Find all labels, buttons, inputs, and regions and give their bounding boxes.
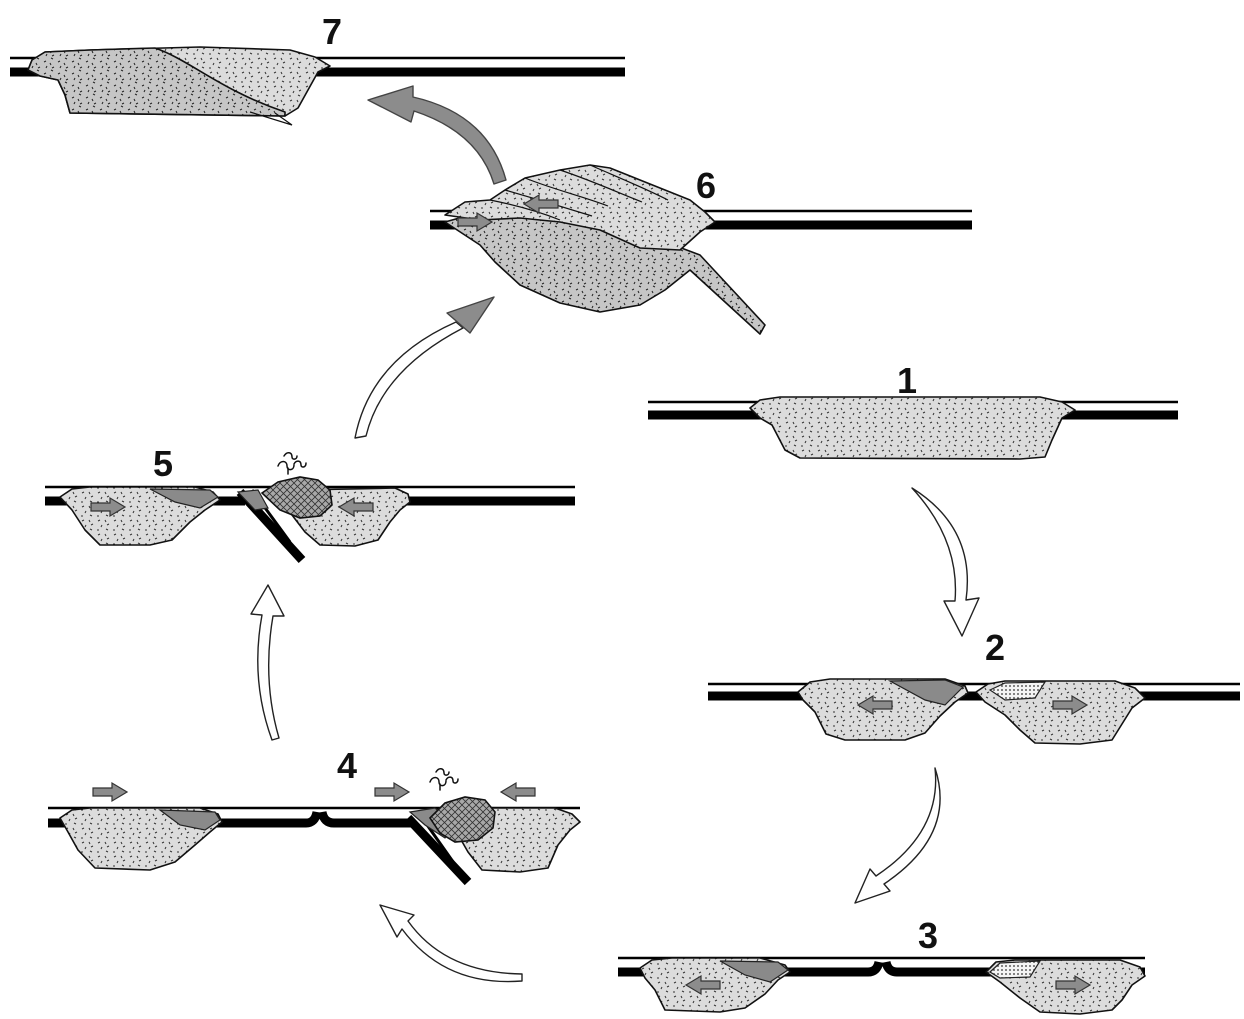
volcano-smoke-icon [278, 453, 306, 474]
cycle-arrow-2-to-3 [855, 768, 940, 903]
stage-2: 2 [708, 627, 1240, 744]
stage-5: 5 [45, 443, 575, 560]
stage-label-6: 6 [696, 165, 716, 206]
stage-6: 6 [430, 165, 972, 334]
cycle-arrow-3-to-4 [380, 905, 522, 982]
oceanic-plate-right [322, 812, 412, 823]
continent [750, 397, 1075, 459]
stage-1: 1 [648, 360, 1178, 459]
volcano-smoke-icon [430, 769, 458, 790]
stage-7: 7 [10, 11, 625, 125]
motion-arrow-left [501, 783, 535, 801]
cycle-arrow-6-to-7 [368, 86, 506, 184]
volcanic-arc [262, 477, 332, 518]
stage-label-5: 5 [153, 443, 173, 484]
stage-3: 3 [618, 915, 1145, 1014]
cycle-arrow-1-to-2 [912, 488, 979, 636]
stage-label-4: 4 [337, 745, 357, 786]
stage-label-1: 1 [897, 360, 917, 401]
stage-4: 4 [48, 745, 580, 882]
motion-arrow-right [93, 783, 127, 801]
cycle-arrow-5-to-6-body [355, 322, 463, 438]
motion-arrow-right [375, 783, 409, 801]
cycle-arrow-4-to-5 [251, 585, 284, 740]
stage-label-7: 7 [322, 11, 342, 52]
stage-label-3: 3 [918, 915, 938, 956]
stage-label-2: 2 [985, 627, 1005, 668]
